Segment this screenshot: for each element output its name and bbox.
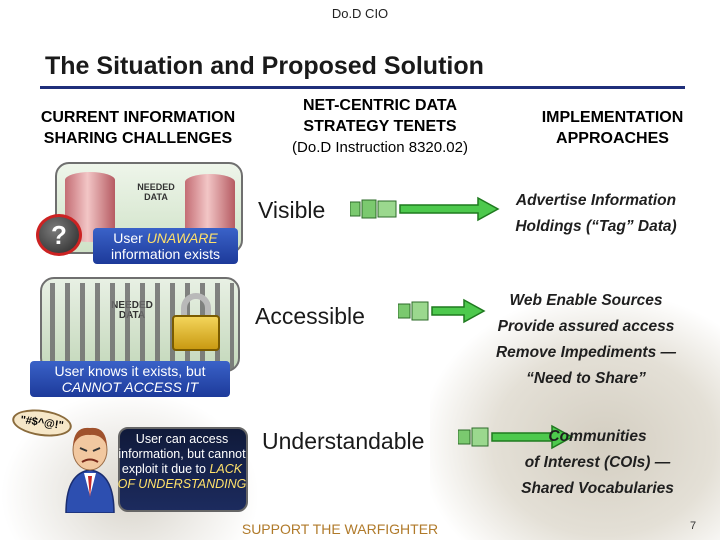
approach-line: Remove Impediments —	[470, 340, 702, 366]
approach-line: Holdings (“Tag” Data)	[490, 214, 702, 240]
visible-arrow	[350, 196, 500, 224]
page-number: 7	[690, 520, 696, 532]
approach-visible: Advertise Information Holdings (“Tag” Da…	[490, 188, 702, 240]
tenet-understandable: Understandable	[262, 428, 424, 455]
approaches-heading: IMPLEMENTATION APPROACHES	[520, 107, 705, 149]
caption-emphasis: CANNOT ACCESS IT	[62, 379, 198, 395]
title-rule	[40, 86, 685, 89]
caption-text: User	[113, 230, 146, 246]
approach-understandable: Communities of Interest (COIs) — Shared …	[495, 424, 700, 502]
caption-text: information exists	[111, 246, 220, 262]
challenges-heading: CURRENT INFORMATION SHARING CHALLENGES	[18, 107, 258, 149]
approach-line: Advertise Information	[490, 188, 702, 214]
question-icon: ?	[36, 214, 82, 256]
locked-data-panel: NEEDED DATA	[40, 277, 240, 372]
tenets-heading: NET-CENTRIC DATA STRATEGY TENETS	[275, 95, 485, 137]
header-org: Do.D CIO	[0, 6, 720, 21]
approach-line: of Interest (COIs) —	[495, 450, 700, 476]
padlock-icon	[172, 315, 220, 351]
needed-data-label: NEEDED DATA	[133, 182, 179, 202]
tenets-subheading: (Do.D Instruction 8320.02)	[270, 139, 490, 156]
page-title: The Situation and Proposed Solution	[45, 52, 484, 81]
challenge-caption-cannot-access: User knows it exists, but CANNOT ACCESS …	[30, 361, 230, 397]
approach-line: Web Enable Sources	[470, 288, 702, 314]
footer-slogan: SUPPORT THE WARFIGHTER	[0, 521, 680, 537]
challenge-caption-unaware: User UNAWARE information exists	[93, 228, 238, 264]
tenet-accessible: Accessible	[255, 303, 365, 330]
tenet-visible: Visible	[258, 197, 325, 224]
frustrated-user-icon	[60, 418, 120, 513]
approach-accessible: Web Enable Sources Provide assured acces…	[470, 288, 702, 392]
approach-line: Provide assured access	[470, 314, 702, 340]
caption-text: User knows it exists, but	[55, 363, 206, 379]
challenge-caption-lack-of-understanding: User can access information, but cannot …	[114, 432, 250, 492]
caption-emphasis: UNAWARE	[147, 230, 218, 246]
approach-line: Shared Vocabularies	[495, 476, 700, 502]
approach-line: “Need to Share”	[470, 366, 702, 392]
approach-line: Communities	[495, 424, 700, 450]
